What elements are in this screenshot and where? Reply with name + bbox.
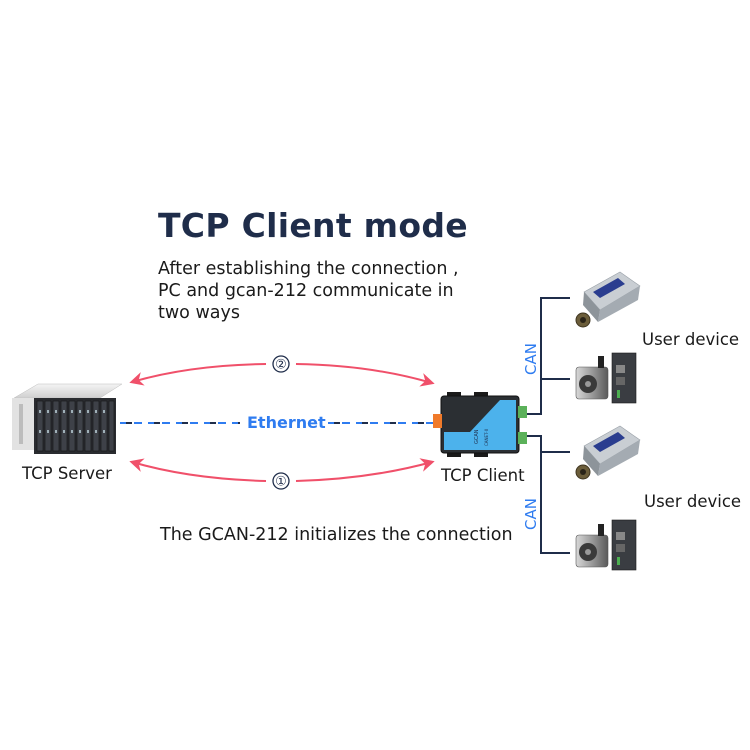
user-device-label: User device [644,492,742,511]
can-bus-lower [527,435,570,554]
subtitle: After establishing the connection , PC a… [158,258,498,324]
can-label-lower: CAN [522,498,540,530]
subtitle-line: PC and gcan-212 communicate in [158,281,454,301]
subtitle-line: After establishing the connection , [158,259,459,279]
svg-text:①: ① [275,475,287,490]
can-bus-upper [527,297,570,415]
svg-text:GCAN: GCAN [474,429,480,444]
arrow-bottom [129,458,435,482]
step-1-badge: ① [272,472,290,490]
svg-text:②: ② [275,358,287,373]
user-device-label: User device [642,330,740,349]
subtitle-line: two ways [158,303,240,323]
servo-motor-icon [575,519,637,571]
server-rack-icon [12,383,123,454]
sensor-module-icon [575,271,641,328]
tcp-server-label: TCP Server [22,464,112,483]
bottom-caption: The GCAN-212 initializes the connection [160,525,513,545]
gateway-device-icon: GCAN CANET-II [433,392,527,457]
can-label-upper: CAN [522,343,540,375]
servo-motor-icon [575,352,637,404]
page-title: TCP Client mode [158,206,468,245]
sensor-module-icon [575,425,641,480]
svg-text:CANET-II: CANET-II [484,429,489,446]
ethernet-label: Ethernet [247,413,326,432]
step-2-badge: ② [272,355,290,373]
tcp-client-label: TCP Client [441,466,525,485]
arrow-top [129,363,435,387]
